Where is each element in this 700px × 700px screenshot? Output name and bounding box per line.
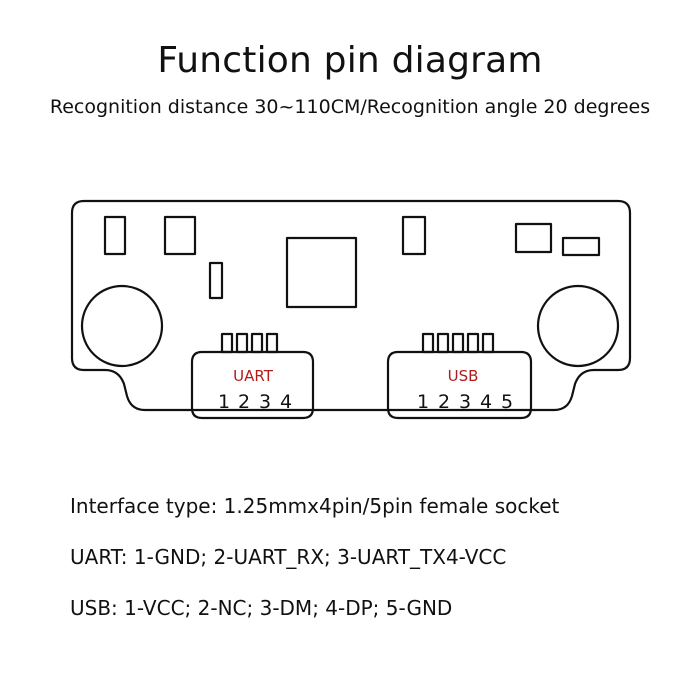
uart-pin-tab	[220, 332, 234, 354]
usb-pin-tab	[451, 332, 465, 354]
uart-pin-tab	[265, 332, 279, 354]
uart-pin-number: 1	[218, 391, 230, 413]
usb-pin-number: 5	[501, 391, 513, 413]
page-subtitle: Recognition distance 30~110CM/Recognitio…	[49, 96, 651, 118]
usb-pin-tab	[466, 332, 480, 354]
usb-pin-tab	[421, 332, 435, 354]
uart-pin-tab	[250, 332, 264, 354]
usb-pin-tab	[481, 332, 495, 354]
usb-pin-number: 3	[459, 391, 471, 413]
component-pad	[401, 215, 427, 256]
main-chip	[285, 236, 358, 309]
usb-pinout-text: USB: 1-VCC; 2-NC; 3-DM; 4-DP; 5-GND	[70, 596, 453, 620]
component-pad	[163, 215, 197, 256]
usb-pin-number: 2	[438, 391, 450, 413]
uart-pin-number: 4	[280, 391, 292, 413]
component-pad	[103, 215, 127, 256]
usb-label: USB	[448, 367, 479, 385]
board-outline	[70, 199, 632, 412]
usb-pin-number: 1	[417, 391, 429, 413]
usb-pin-number: 4	[480, 391, 492, 413]
interface-type-text: Interface type: 1.25mmx4pin/5pin female …	[70, 494, 560, 518]
usb-pin-tab	[436, 332, 450, 354]
component-pad	[208, 261, 224, 300]
uart-pin-tab	[235, 332, 249, 354]
page-title: Function pin diagram	[157, 40, 543, 81]
usb-connector	[386, 350, 533, 420]
uart-connector	[190, 350, 315, 420]
mounting-hole-right	[536, 284, 620, 368]
mounting-hole-left	[80, 284, 164, 368]
uart-pinout-text: UART: 1-GND; 2-UART_RX; 3-UART_TX4-VCC	[70, 545, 507, 569]
uart-label: UART	[233, 367, 274, 385]
uart-pin-number: 2	[238, 391, 250, 413]
uart-pin-number: 3	[259, 391, 271, 413]
component-pad	[514, 222, 553, 254]
component-pad	[561, 236, 601, 257]
